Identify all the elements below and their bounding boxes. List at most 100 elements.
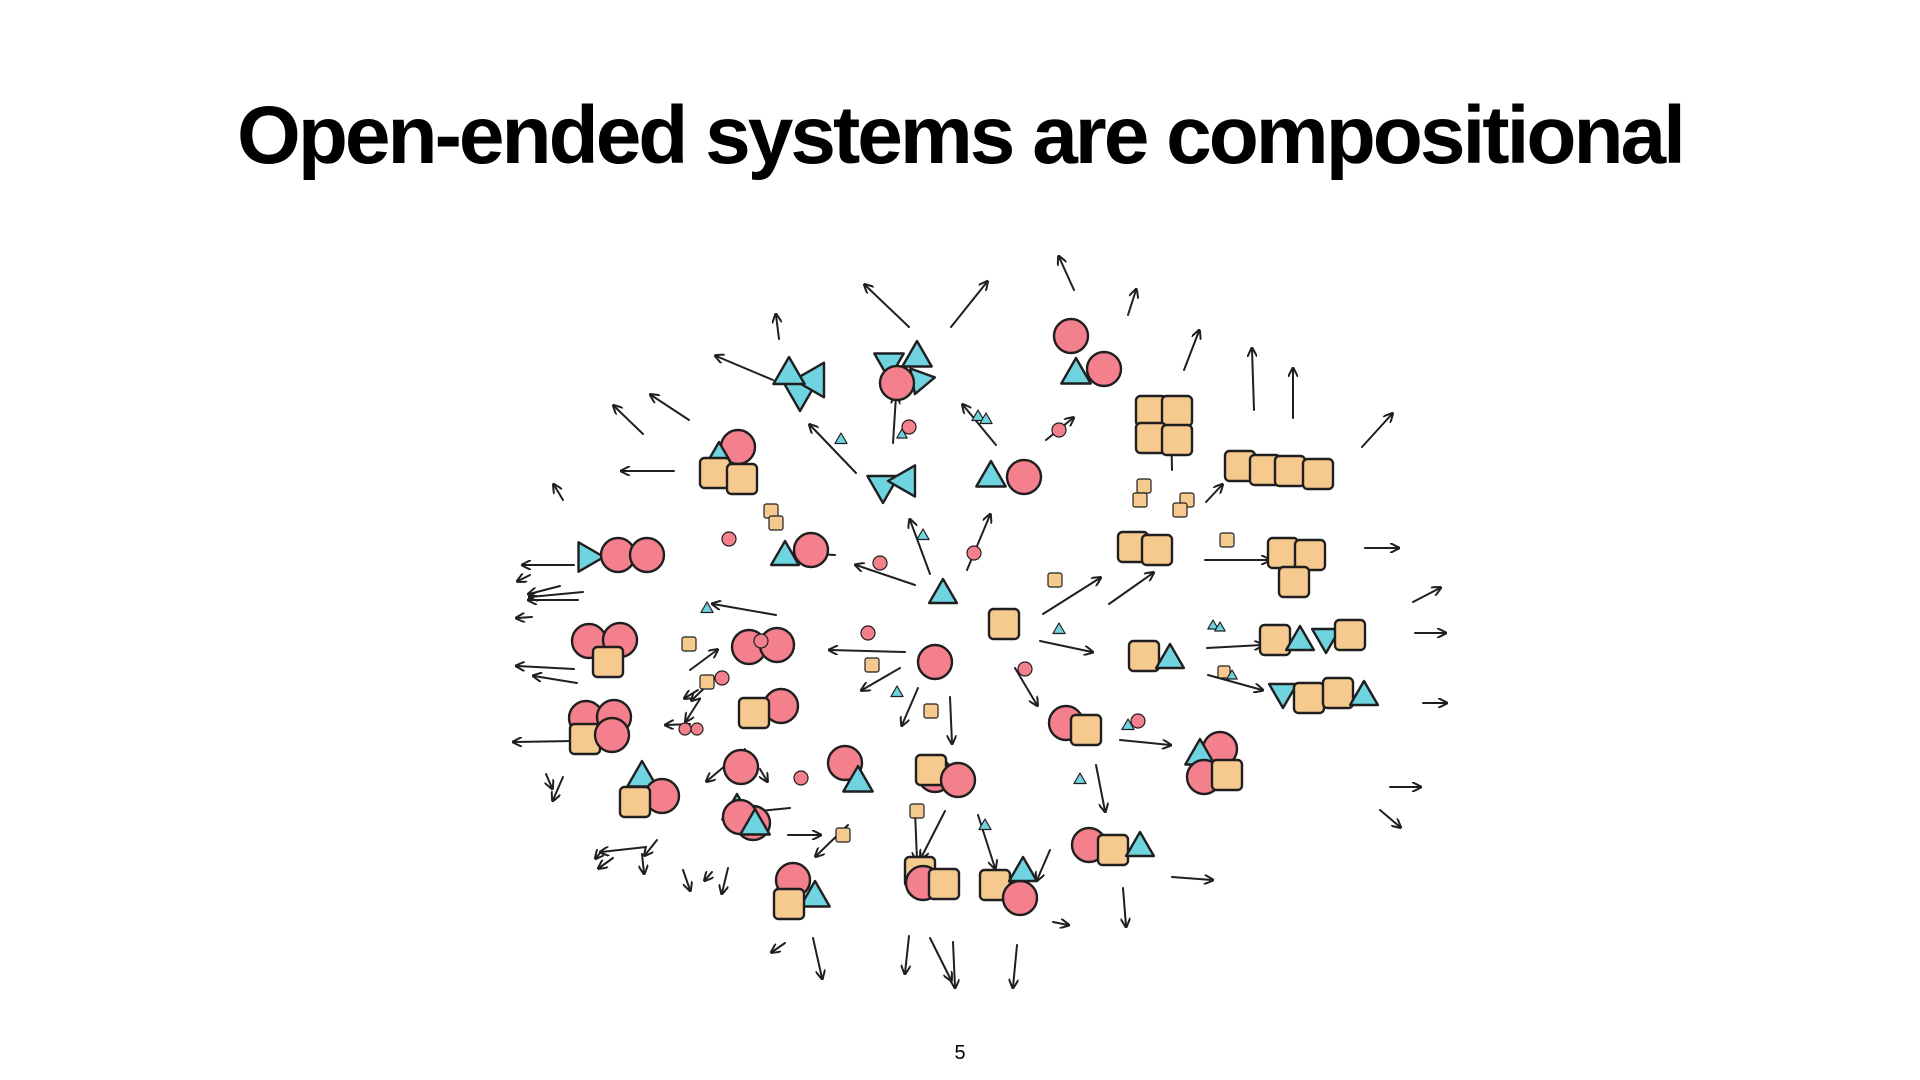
square-shape xyxy=(1133,493,1147,507)
arrow xyxy=(1362,414,1392,447)
shape-composition xyxy=(835,433,847,444)
arrow xyxy=(1123,888,1126,926)
shape-composition xyxy=(1185,732,1242,794)
shape-composition xyxy=(910,804,924,818)
circle-shape xyxy=(794,771,808,785)
triangle-shape xyxy=(1074,773,1086,784)
circle-shape xyxy=(722,532,736,546)
arrow xyxy=(546,774,552,788)
shape-composition xyxy=(722,532,736,546)
arrow xyxy=(1252,349,1254,410)
arrow xyxy=(601,847,646,852)
shape-composition xyxy=(836,828,850,842)
shape-composition xyxy=(897,420,916,438)
square-shape xyxy=(620,787,650,817)
shape-composition xyxy=(1260,620,1365,655)
triangle-shape xyxy=(701,602,713,613)
shape-composition xyxy=(771,533,828,567)
circle-shape xyxy=(873,556,887,570)
circle-shape xyxy=(679,723,691,735)
shape-composition xyxy=(1218,666,1237,679)
square-shape xyxy=(1323,678,1353,708)
square-shape xyxy=(1275,456,1305,486)
square-shape xyxy=(1162,396,1192,426)
square-shape xyxy=(1162,425,1192,455)
shapes-layer xyxy=(569,319,1378,919)
square-shape xyxy=(774,889,804,919)
shape-composition xyxy=(1122,714,1145,730)
shape-composition xyxy=(1052,423,1066,437)
shape-composition xyxy=(861,626,875,640)
arrow xyxy=(1380,810,1400,827)
arrow xyxy=(963,405,996,445)
arrow xyxy=(865,285,909,327)
page-number: 5 xyxy=(0,1042,1920,1065)
circle-shape xyxy=(1131,714,1145,728)
circle-shape xyxy=(724,750,758,784)
shape-composition xyxy=(1048,573,1062,587)
circle-shape xyxy=(691,723,703,735)
square-shape xyxy=(739,698,769,728)
arrow xyxy=(902,688,918,725)
arrow xyxy=(722,868,728,893)
arrow xyxy=(810,425,856,473)
arrow xyxy=(599,858,613,868)
square-shape xyxy=(929,869,959,899)
square-shape xyxy=(700,458,730,488)
arrow xyxy=(1120,740,1170,745)
arrow xyxy=(905,936,909,973)
shape-composition xyxy=(918,645,952,679)
square-shape xyxy=(1303,459,1333,489)
arrow xyxy=(1207,645,1262,648)
square-shape xyxy=(1048,573,1062,587)
shape-composition xyxy=(773,357,824,411)
shape-composition xyxy=(572,623,637,677)
triangle-shape xyxy=(891,686,903,697)
triangle-shape xyxy=(1009,857,1037,881)
arrow xyxy=(1037,850,1050,880)
arrow xyxy=(1109,573,1153,604)
square-shape xyxy=(682,637,696,651)
shape-composition xyxy=(754,634,768,648)
shape-composition xyxy=(764,504,783,530)
arrow xyxy=(690,650,717,670)
shape-composition xyxy=(569,700,631,754)
shape-composition xyxy=(579,538,665,572)
shape-composition xyxy=(980,857,1037,915)
shape-composition xyxy=(1268,538,1325,597)
shape-composition xyxy=(916,755,975,797)
triangle-shape xyxy=(1053,623,1065,634)
square-shape xyxy=(1220,533,1234,547)
arrow xyxy=(1096,765,1105,811)
shape-composition xyxy=(976,460,1041,494)
arrow xyxy=(1128,290,1136,315)
shape-composition xyxy=(1225,451,1333,489)
square-shape xyxy=(910,804,924,818)
square-shape xyxy=(1294,683,1324,713)
shape-composition xyxy=(700,430,757,494)
shape-composition xyxy=(1074,773,1086,784)
square-shape xyxy=(1295,540,1325,570)
shape-composition xyxy=(1133,479,1151,507)
circle-shape xyxy=(880,366,914,400)
shape-composition xyxy=(1054,319,1121,386)
square-shape xyxy=(1129,641,1159,671)
shape-composition xyxy=(1118,532,1172,565)
arrow xyxy=(651,395,689,420)
triangle-shape xyxy=(917,529,929,540)
square-shape xyxy=(1098,835,1128,865)
square-shape xyxy=(769,516,783,530)
arrow xyxy=(967,515,990,570)
circle-shape xyxy=(941,763,975,797)
shape-composition xyxy=(1208,620,1225,631)
shape-composition xyxy=(989,609,1019,639)
shape-composition xyxy=(1049,706,1101,745)
arrow xyxy=(1040,641,1092,652)
arrow xyxy=(910,520,930,574)
shape-composition xyxy=(828,746,873,792)
arrow xyxy=(1413,588,1440,602)
square-shape xyxy=(593,647,623,677)
arrow xyxy=(893,396,896,443)
shape-composition xyxy=(924,704,938,718)
